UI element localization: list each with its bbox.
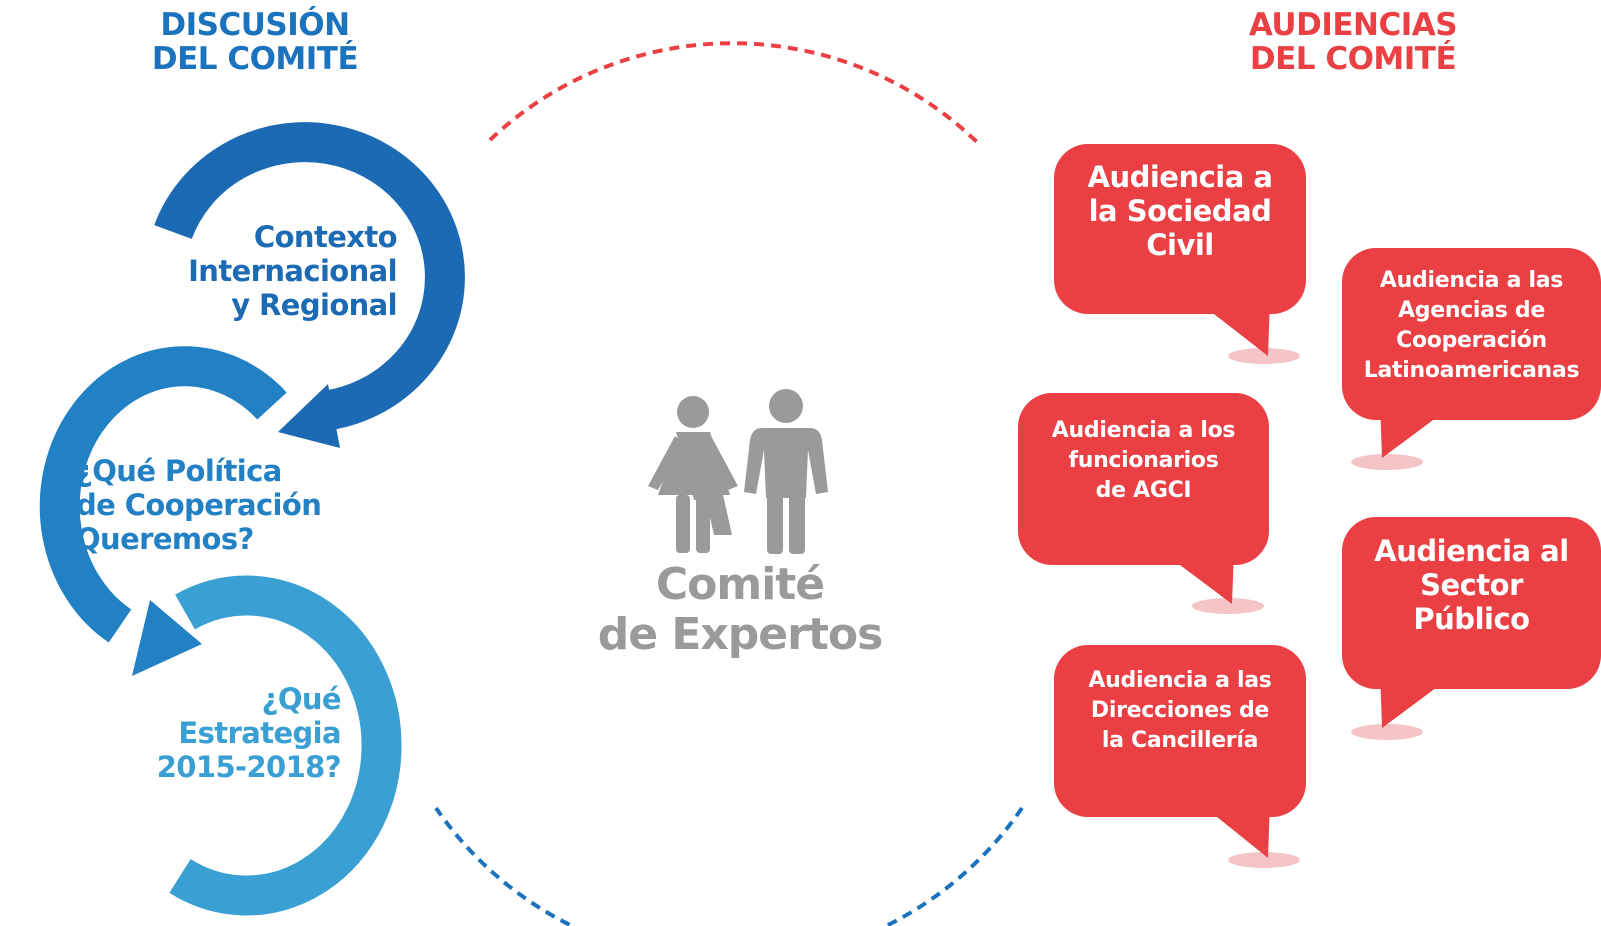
bubble-line: de AGCI — [1095, 478, 1192, 503]
bubble-shadow — [1228, 348, 1300, 364]
arrowhead-dark — [278, 384, 340, 448]
discussion-heading: DISCUSIÓN DEL COMITÉ — [125, 8, 385, 76]
audience-bubble-public-sector: Audiencia al Sector Público — [1342, 517, 1601, 689]
step-line: Estrategia — [178, 716, 341, 750]
heading-line: DEL COMITÉ — [151, 41, 359, 77]
bubble-line: Cooperación — [1396, 328, 1547, 353]
bubble-line: Agencias de — [1398, 298, 1545, 323]
step-line: y Regional — [231, 288, 397, 322]
step-line: Contexto — [253, 220, 398, 254]
bubble-line: Latinoamericanas — [1363, 358, 1580, 383]
arc-mid — [39, 346, 287, 643]
committee-label: Comité de Expertos — [560, 560, 920, 660]
bubble-shadow — [1228, 852, 1300, 868]
bubble-shadow — [1351, 724, 1423, 740]
step-line: de Cooperación — [76, 488, 322, 522]
dashed-arc-top — [488, 41, 982, 147]
bubble-line: Audiencia a las — [1088, 668, 1272, 693]
step-line: Queremos? — [76, 522, 254, 556]
audience-bubble-civil-society: Audiencia a la Sociedad Civil — [1054, 144, 1306, 314]
audiences-heading: AUDIENCIAS DEL COMITÉ — [1208, 8, 1498, 76]
step-strategy-label: ¿Qué Estrategia 2015-2018? — [156, 682, 342, 784]
step-line: 2015-2018? — [156, 750, 342, 784]
dashed-arc-bottom — [434, 806, 1024, 926]
committee-line: de Expertos — [597, 609, 884, 660]
female-person-icon — [648, 396, 738, 553]
bubble-shadow — [1351, 454, 1423, 470]
audience-bubble-agencies: Audiencia a las Agencias de Cooperación … — [1342, 248, 1601, 420]
male-person-icon — [744, 389, 828, 554]
arc-dark — [154, 122, 465, 430]
step-line: ¿Qué — [261, 682, 342, 716]
step-policy-label: ¿Qué Política de Cooperación Queremos? — [76, 454, 322, 556]
bubble-line: la Cancillería — [1101, 728, 1259, 753]
bubble-line: Audiencia a — [1087, 160, 1273, 194]
bubble-line: la Sociedad — [1088, 194, 1272, 228]
bubble-line: funcionarios — [1068, 448, 1219, 473]
step-context-label: Contexto Internacional y Regional — [188, 220, 398, 322]
audience-bubble-directorates: Audiencia a las Direcciones de la Cancil… — [1054, 645, 1306, 817]
bubble-line: Audiencia a las — [1379, 268, 1564, 293]
bubble-line: Civil — [1146, 228, 1214, 262]
bubble-line: Audiencia al — [1374, 534, 1569, 568]
step-line: Internacional — [188, 254, 398, 288]
bubble-shadow — [1192, 598, 1264, 614]
arc-light — [169, 575, 402, 916]
committee-line: Comité — [655, 559, 825, 610]
arrowhead-mid — [132, 600, 202, 676]
heading-line: DEL COMITÉ — [1249, 41, 1457, 77]
bubble-line: Público — [1413, 602, 1530, 636]
bubble-tail — [1196, 300, 1270, 356]
heading-line: AUDIENCIAS — [1248, 7, 1458, 43]
bubble-line: Direcciones de — [1090, 698, 1270, 723]
heading-line: DISCUSIÓN — [160, 7, 350, 43]
audience-bubble-staff: Audiencia a los funcionarios de AGCI — [1018, 393, 1269, 565]
bubble-line: Audiencia a los — [1051, 418, 1236, 443]
bubble-line: Sector — [1420, 568, 1523, 602]
step-line: ¿Qué Política — [76, 454, 282, 488]
